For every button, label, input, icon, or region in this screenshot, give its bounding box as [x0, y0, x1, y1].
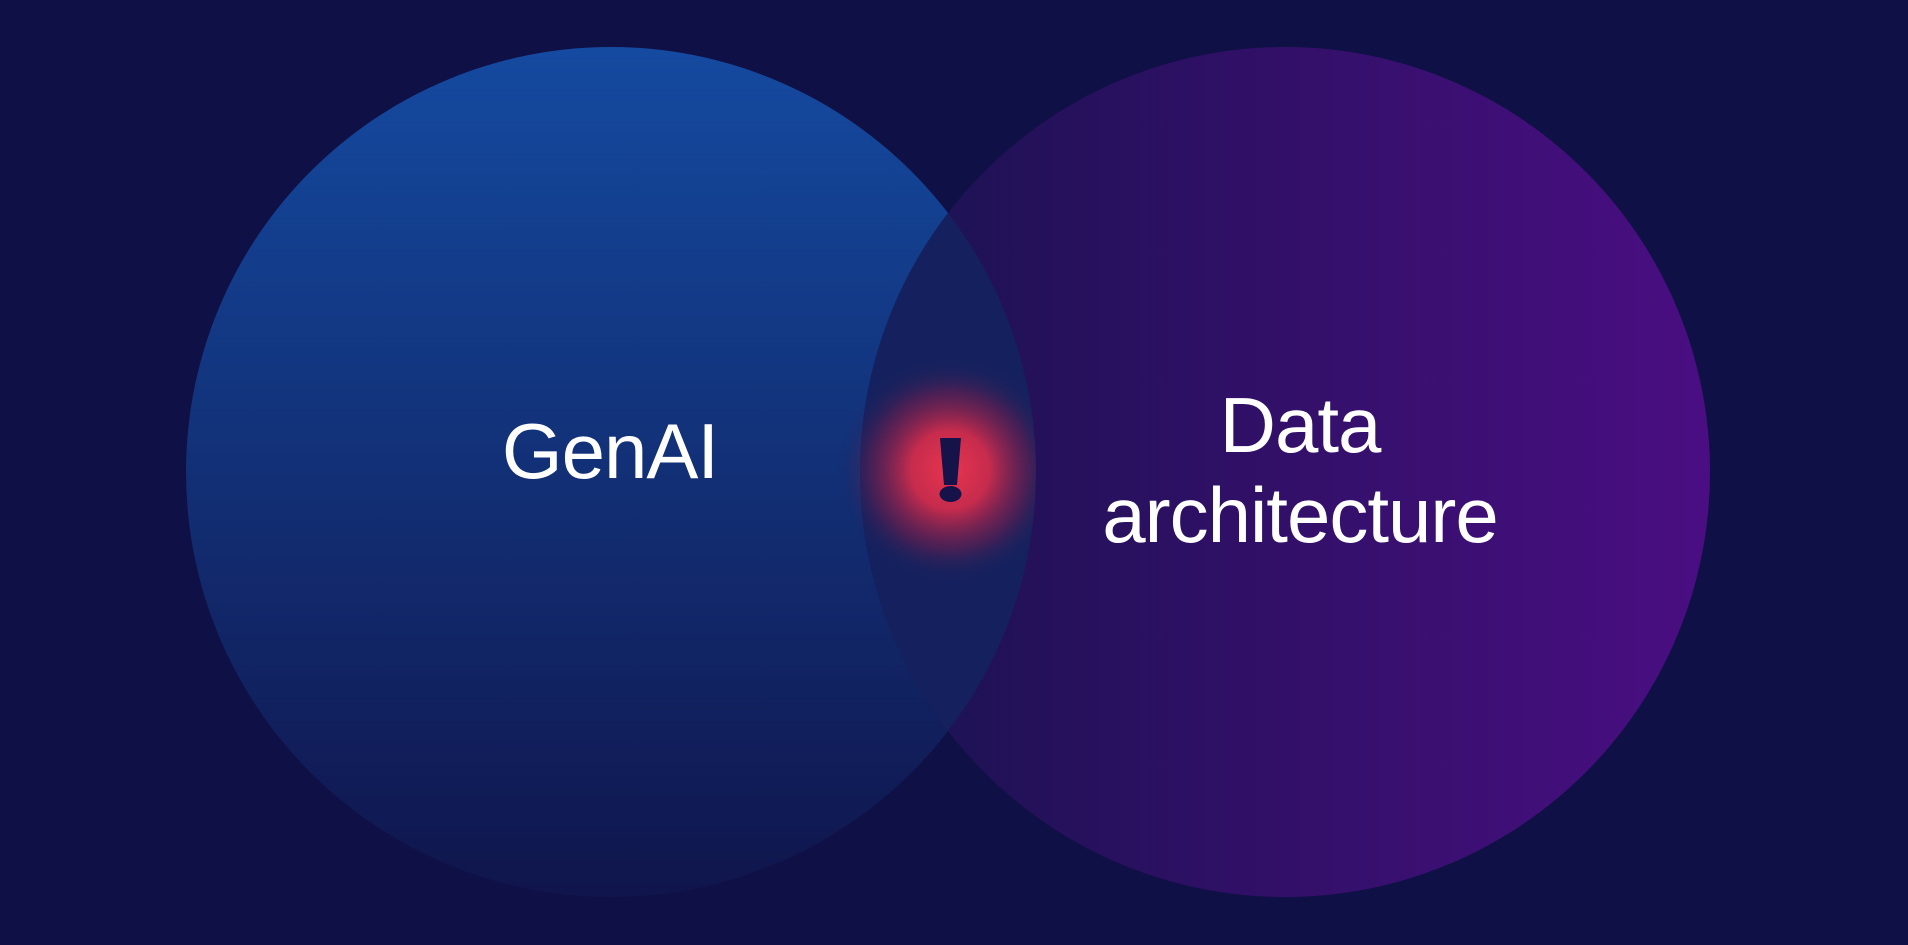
genai-circle: [186, 47, 1036, 897]
data-architecture-label: Data architecture: [1040, 380, 1560, 560]
data-architecture-circle: [860, 47, 1710, 897]
genai-label: GenAI: [501, 407, 719, 495]
data-architecture-label-line1: Data: [1219, 381, 1382, 469]
exclamation-icon: [939, 438, 962, 502]
data-architecture-label-line2: architecture: [1102, 471, 1499, 559]
